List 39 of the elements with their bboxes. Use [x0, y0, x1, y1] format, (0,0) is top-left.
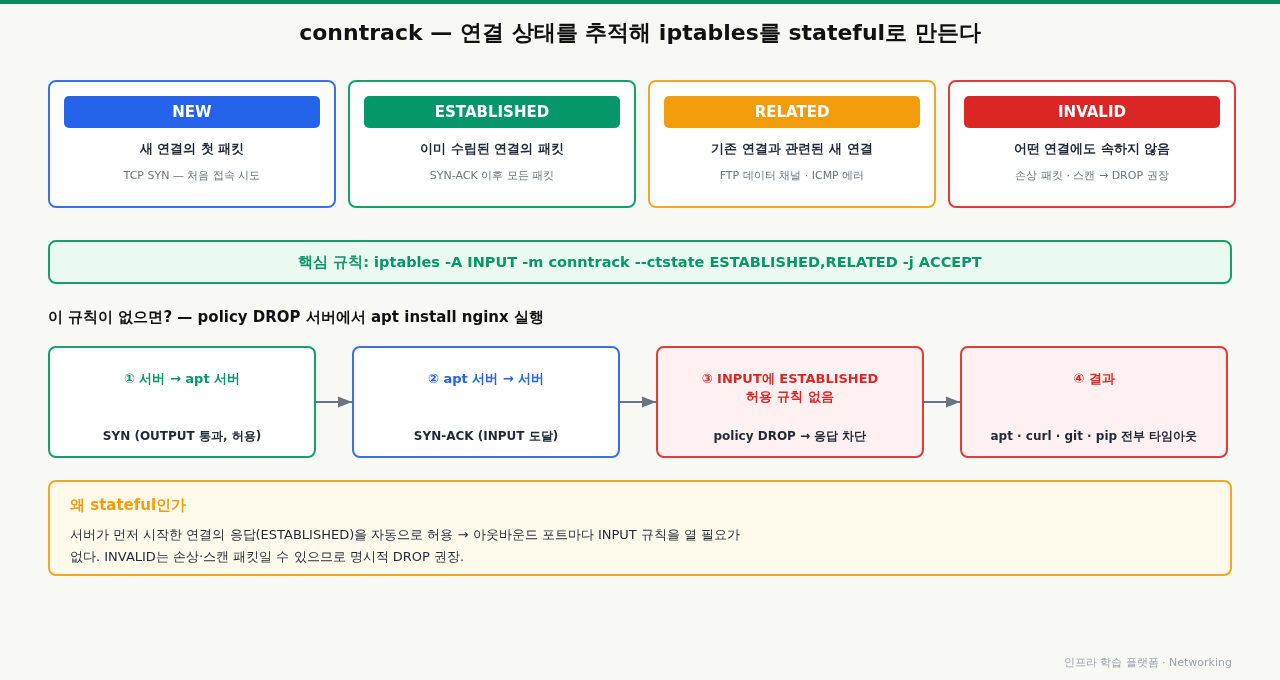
state-card [648, 80, 936, 208]
step-heading: ③ INPUT에 ESTABLISHED 허용 규칙 없음 [700, 370, 880, 406]
state-badge: RELATED [664, 96, 920, 128]
state-description: TCP SYN — 처음 접속 시도 [122, 168, 262, 183]
step-detail: SYN (OUTPUT 통과, 허용) [101, 428, 263, 445]
step-heading: ④ 결과 [1072, 370, 1116, 388]
step-heading: ① 서버 → apt 서버 [122, 370, 242, 388]
note-text: 서버가 먼저 시작한 연결의 응답(ESTABLISHED)을 자동으로 허용 → 아웃바운드 포트마다 INPUT 규칙을 열 필요가 없다. INVALID는 손상·스캔 패킷일 수 있으므로 명시적 DROP 권장. [70, 526, 742, 566]
state-title: 새 연결의 첫 패킷 [138, 140, 246, 158]
note-heading: 왜 stateful인가 [70, 496, 187, 515]
arrow [923, 396, 961, 408]
state-card [948, 80, 1236, 208]
step-box [656, 346, 924, 458]
state-card [48, 80, 336, 208]
state-title: 이미 수립된 연결의 패킷 [419, 140, 565, 158]
step-detail: policy DROP → 응답 차단 [712, 428, 868, 445]
arrow [315, 396, 353, 408]
step-box [960, 346, 1228, 458]
state-title: 어떤 연결에도 속하지 않음 [1012, 140, 1172, 158]
step-heading: ② apt 서버 → 서버 [426, 370, 546, 388]
arrow [619, 396, 657, 408]
state-title: 기존 연결과 관련된 새 연결 [710, 140, 874, 158]
step-detail: SYN-ACK (INPUT 도달) [412, 428, 560, 445]
footer-note: 인프라 학습 플랫폼 · Networking [1063, 655, 1232, 670]
state-badge: ESTABLISHED [364, 96, 620, 128]
step-box [352, 346, 620, 458]
state-card [348, 80, 636, 208]
section-heading: 이 규칙이 없으면? — policy DROP 서버에서 apt install nginx 실행 [48, 308, 544, 327]
state-badge: NEW [64, 96, 320, 128]
step-detail: apt · curl · git · pip 전부 타임아웃 [989, 428, 1199, 445]
state-description: FTP 데이터 채널 · ICMP 에러 [718, 168, 866, 183]
state-description: 손상 패킷 · 스캔 → DROP 권장 [1014, 168, 1170, 183]
note-box [48, 480, 1232, 576]
rule-banner [48, 240, 1232, 284]
state-description: SYN-ACK 이후 모든 패킷 [428, 168, 556, 183]
step-box [48, 346, 316, 458]
rule-text: 핵심 규칙: iptables -A INPUT -m conntrack --ctstate ESTABLISHED,RELATED -j ACCEPT [297, 252, 983, 272]
diagram-title: conntrack — 연결 상태를 추적해 iptables를 stateful로 만든다 [298, 19, 982, 47]
state-badge: INVALID [964, 96, 1220, 128]
